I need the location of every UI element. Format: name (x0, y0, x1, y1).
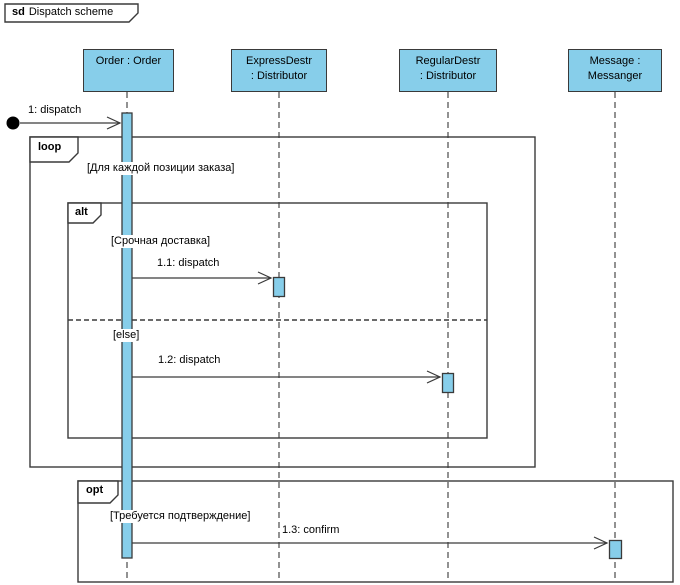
loop-fragment-frame (29, 136, 536, 468)
arrow-m11-head (257, 271, 273, 285)
alt-guard1-label: [Срочная доставка] (110, 235, 212, 248)
message-1-1-label: 1.1: dispatch (157, 257, 220, 269)
activation-regular (441, 372, 455, 394)
title-pentagon (4, 3, 139, 23)
message-arrows (6, 116, 609, 550)
lifeline-head-express: ExpressDestr : Distributor (231, 49, 327, 92)
opt-guard-label: [Требуется подтверждение] (109, 510, 252, 523)
opt-pentagon (77, 480, 119, 504)
alt-operator-label: alt (75, 206, 88, 218)
opt-operator-label: opt (86, 484, 104, 496)
arrow-m13-head (593, 536, 609, 550)
message-1-2-label: 1.2: dispatch (158, 354, 221, 366)
activation-express (272, 276, 286, 298)
found-message-circle (6, 116, 20, 130)
alt-pentagon (67, 202, 102, 224)
lifeline-head-message-line1: Message : (589, 55, 641, 67)
loop-guard-label: [Для каждой позиции заказа] (86, 162, 236, 175)
lifeline-head-express-line1: ExpressDestr (245, 55, 313, 67)
lifeline-head-message-line2: Messanger (587, 70, 643, 82)
lifeline-head-regular: RegularDestr : Distributor (399, 49, 497, 92)
activation-message (608, 539, 623, 560)
diagram-title-keyword: sd (12, 6, 25, 18)
fragment-frames (29, 136, 674, 583)
fragment-pentagons (29, 136, 119, 504)
lifeline-head-order: Order : Order (83, 49, 174, 92)
lifeline-head-order-line1: Order : Order (95, 55, 162, 67)
activation-bars (121, 112, 623, 560)
lifeline-head-regular-line2: : Distributor (419, 70, 477, 82)
loop-operator-label: loop (38, 141, 62, 153)
message-1-label: 1: dispatch (28, 104, 82, 116)
arrow-m1-head (106, 116, 122, 130)
alt-guard2-label: [else] (112, 329, 141, 342)
arrow-m12-head (426, 370, 442, 384)
lifeline-head-express-line2: : Distributor (250, 70, 308, 82)
diagram-title-name: Dispatch scheme (28, 6, 114, 18)
lifeline-head-regular-line1: RegularDestr (415, 55, 481, 67)
opt-fragment-frame (77, 480, 674, 583)
message-1-3-label: 1.3: confirm (282, 524, 340, 536)
loop-pentagon (29, 136, 79, 163)
lifeline-head-message: Message : Messanger (568, 49, 662, 92)
